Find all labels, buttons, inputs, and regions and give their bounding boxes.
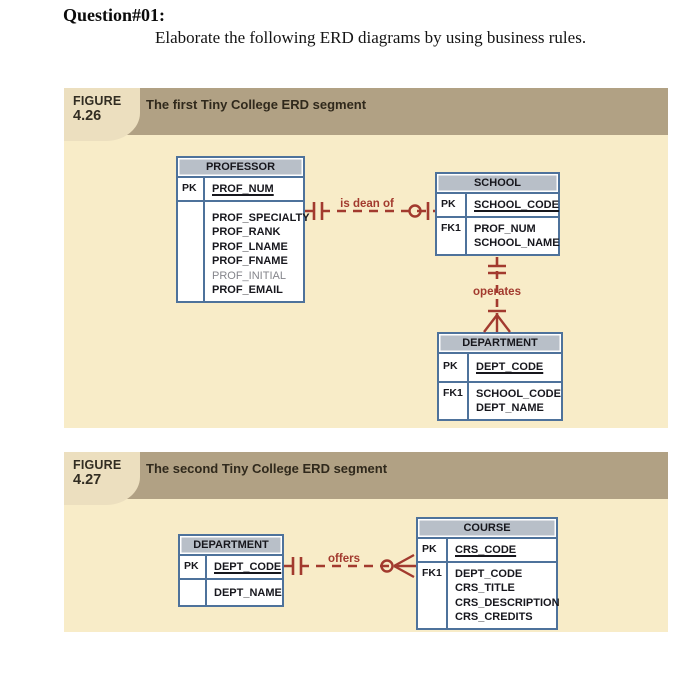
entity-title: COURSE [418,519,556,539]
relationship-offers: offers [284,553,416,579]
key-column-spacer [180,579,207,605]
figure-tag: FIGURE 4.26 [64,88,140,141]
pk-attribute: CRS_CODE [455,544,517,556]
attribute-list: PROF_NUM SCHOOL_NAME [467,218,564,254]
attribute: PROF_RANK [212,226,281,238]
pk-label: PK [437,194,467,216]
figure-number: 4.26 [73,108,102,125]
question-instruction: Elaborate the following ERD diagrams by … [155,28,587,47]
pk-attribute: PROF_NUM [212,183,274,195]
attribute: SCHOOL_NAME [474,237,560,249]
crow-foot-prong [393,564,415,579]
attribute-list: DEPT_CODE CRS_TITLE CRS_DESCRIPTION CRS_… [448,563,564,628]
figure-caption: The first Tiny College ERD segment [146,97,367,112]
relationship-label: offers [328,553,360,565]
figure-tag: FIGURE 4.27 [64,452,140,505]
attribute: PROF_FNAME [212,255,288,267]
relationship-label: is dean of [340,198,394,210]
relationship-is-dean-of: is dean of [305,198,435,220]
attribute: CRS_TITLE [455,582,515,594]
attribute: PROF_LNAME [212,240,288,253]
fk-label: FK1 [418,562,448,628]
relationship-operates: operates [473,257,521,333]
pk-label: PK [178,178,205,200]
attribute-list: PROF_SPECIALTY PROF_RANK PROF_LNAME PROF… [205,202,314,301]
attribute-list: SCHOOL_CODE DEPT_NAME [469,383,565,419]
pk-label: PK [439,354,469,381]
entity-title: PROFESSOR [178,158,303,178]
crow-foot-prong [496,314,511,333]
pk-attribute: DEPT_CODE [476,361,544,373]
relationship-label: operates [473,286,521,298]
attribute: DEPT_NAME [476,402,544,414]
question-heading: Question#01: [63,5,166,25]
entity-course: COURSE PK CRS_CODE FK1 DEPT_CODE CRS_TIT… [416,517,560,630]
attribute: PROF_EMAIL [212,284,283,296]
entity-school: SCHOOL PK SCHOOL_CODE FK1 PROF_NUM SCHOO… [435,172,560,256]
attribute: PROF_INITIAL [212,269,286,282]
entity-department: DEPARTMENT PK DEPT_CODE FK1 SCHOOL_CODE … [437,332,563,421]
entity-title: DEPARTMENT [180,536,282,556]
figure-caption: The second Tiny College ERD segment [146,461,388,476]
pk-label: PK [180,556,207,578]
cardinality-optional-circle [408,204,422,218]
key-column-spacer [178,201,205,301]
figure-4-26-panel: FIGURE 4.26 The first Tiny College ERD s… [64,88,668,428]
crow-foot-prong [393,553,415,568]
figure-header-bar [64,88,668,135]
attribute: CRS_DESCRIPTION [455,596,560,609]
attribute: CRS_CREDITS [455,611,533,623]
figure-number: 4.27 [73,472,102,489]
figure-4-26-diagram: PROFESSOR PK PROF_NUM PROF_SPECIALTY PRO… [64,135,668,428]
figure-header-bar [64,452,668,499]
figure-4-27-diagram: DEPARTMENT PK DEPT_CODE DEPT_NAME COURSE… [64,499,668,632]
fk-label: FK1 [439,382,469,419]
cardinality-optional-circle [380,559,394,573]
pk-label: PK [418,539,448,561]
entity-title: DEPARTMENT [439,334,561,354]
entity-title: SCHOOL [437,174,558,194]
attribute: DEPT_NAME [214,586,282,599]
attribute: PROF_SPECIALTY [212,211,310,224]
entity-professor: PROFESSOR PK PROF_NUM PROF_SPECIALTY PRO… [176,156,310,303]
fk-label: FK1 [437,217,467,254]
pk-attribute: DEPT_CODE [214,561,282,573]
figure-word: FIGURE [73,458,122,472]
attribute: SCHOOL_CODE [476,387,561,400]
attribute: PROF_NUM [474,222,536,235]
figure-word: FIGURE [73,94,122,108]
figure-4-27-panel: FIGURE 4.27 The second Tiny College ERD … [64,452,668,632]
crow-foot-prong [483,314,498,333]
attribute: DEPT_CODE [455,567,523,580]
entity-department: DEPARTMENT PK DEPT_CODE DEPT_NAME [178,534,284,607]
pk-attribute: SCHOOL_CODE [474,199,559,211]
